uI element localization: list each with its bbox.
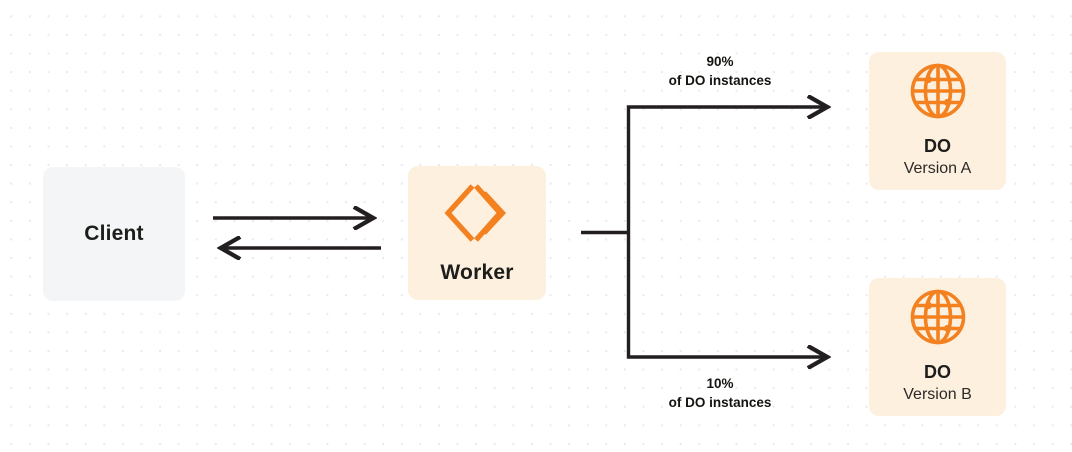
node-do-b[interactable]: DO Version B (869, 278, 1006, 416)
globe-icon (909, 288, 967, 351)
node-client-label: Client (84, 222, 144, 245)
node-do-a-title: DO (924, 136, 951, 157)
node-do-a[interactable]: DO Version A (869, 52, 1006, 190)
node-worker-label: Worker (440, 260, 514, 284)
edge-label-do-a-caption: of DO instances (668, 73, 772, 89)
node-do-b-title: DO (924, 362, 951, 383)
node-do-b-subtitle: Version B (903, 385, 972, 403)
node-worker[interactable]: Worker (408, 166, 546, 300)
edge-worker-to-do-a (626, 107, 827, 233)
edge-label-do-a-percent: 90% (706, 54, 734, 69)
edge-label-do-b-caption: of DO instances (668, 395, 772, 411)
cloudflare-workers-icon (443, 182, 511, 249)
edge-label-do-b-percent: 10% (706, 376, 734, 391)
node-do-a-subtitle: Version A (903, 159, 972, 177)
edge-worker-to-do-b (626, 232, 827, 358)
edge-label-do-a: 90% of DO instances (610, 52, 830, 90)
node-client[interactable]: Client (43, 167, 185, 301)
globe-icon (909, 62, 967, 125)
edge-label-do-b: 10% of DO instances (610, 374, 830, 412)
